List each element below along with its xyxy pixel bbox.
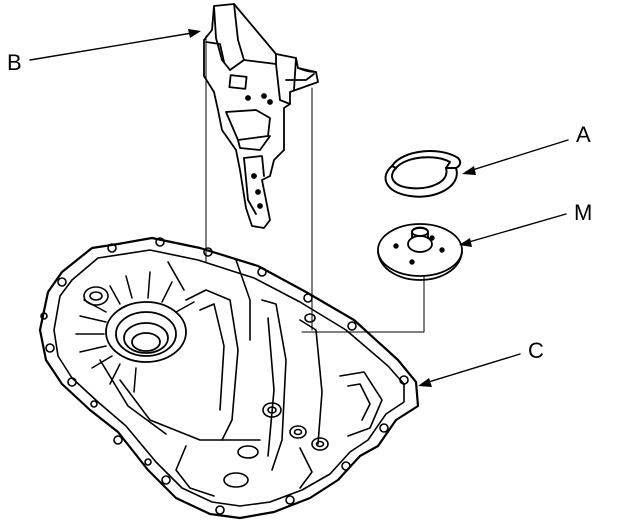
arrowhead-b [188,29,201,38]
flange-bolt-holes [40,237,409,515]
snap-ring-a [384,150,462,198]
leader-c [421,353,521,385]
callout-label-m: M [574,200,593,225]
lower-bosses [223,313,329,488]
callout-label-b: B [7,50,22,75]
arrowhead-c [418,378,432,387]
callout-label-a: A [576,122,591,147]
arrowhead-a [462,166,476,175]
oil-guide-plate-b [203,3,319,229]
bore-ribs [75,271,195,393]
internal-ribs [99,259,383,497]
leader-lines [29,31,569,385]
assembly-guide-lines [205,35,425,333]
transmission-housing-c [38,236,420,520]
arrowheads [188,29,476,387]
leader-m [461,213,567,245]
arrowhead-m [459,238,472,247]
main-bearing-bore [105,301,187,363]
leader-b [29,31,199,61]
leader-a [465,139,569,173]
washer-m [377,223,463,281]
callout-label-c: C [528,338,544,363]
